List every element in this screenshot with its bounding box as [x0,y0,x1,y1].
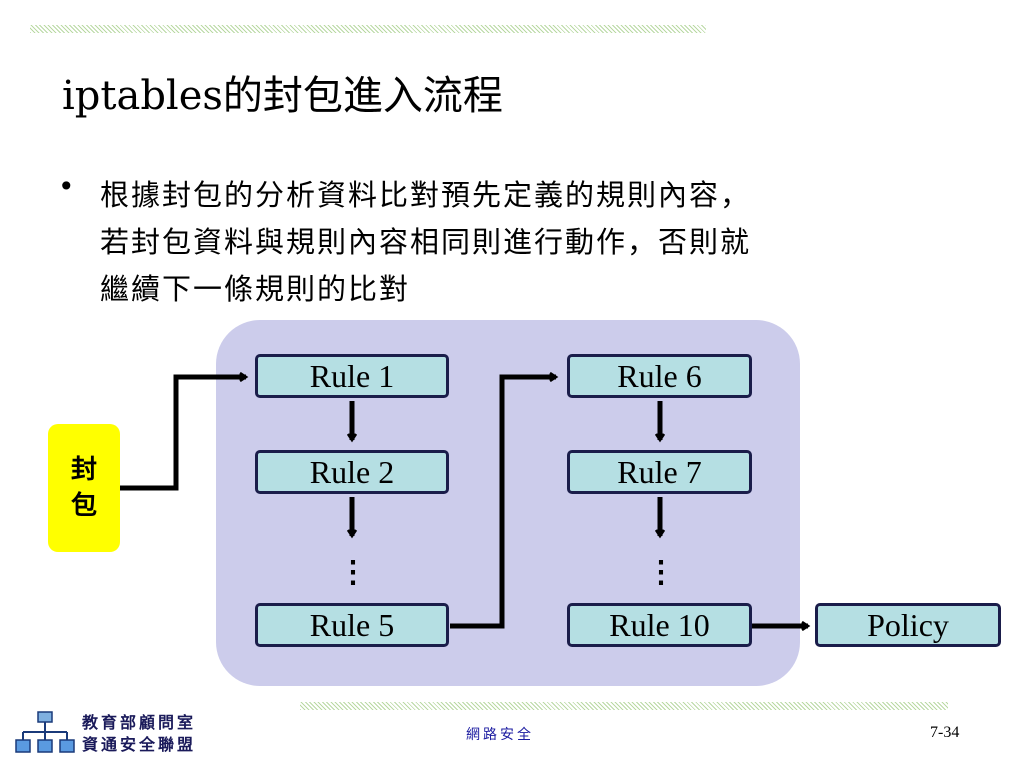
bottom-hatch-bar [300,702,948,710]
org-name: 教育部顧問室 資通安全聯盟 [82,712,196,756]
rule-7-box: Rule 7 [567,450,752,494]
bullet-line-2: 若封包資料與規則內容相同則進行動作，否則就 [100,225,752,259]
page-number: 7-34 [930,724,960,741]
bullet-line-1: 根據封包的分析資料比對預先定義的規則內容， [100,178,752,212]
rule-1-box: Rule 1 [255,354,449,398]
bullet-line-3: 繼續下一條規則的比對 [100,272,411,306]
network-logo-icon [15,711,75,753]
arrow-packet-to-rule1 [120,377,246,491]
bullet-text: 根據封包的分析資料比對預先定義的規則內容， 若封包資料與規則內容相同則進行動作，… [100,172,980,313]
slide-title: iptables的封包進入流程 [62,73,503,119]
footer-course-title: 網路安全 [466,727,534,743]
packet-box: 封 包 [48,424,120,552]
bullet-marker: • [58,170,75,203]
arrow-rule5-to-rule6 [450,377,556,629]
top-hatch-bar [30,25,706,33]
rule-5-box: Rule 5 [255,603,449,647]
org-line-2: 資通安全聯盟 [82,735,197,754]
policy-box: Policy [815,603,1001,647]
ellipsis-right: ⋮ [646,555,676,590]
ellipsis-left: ⋮ [338,555,368,590]
rule-6-box: Rule 6 [567,354,752,398]
org-line-1: 教育部顧問室 [82,713,197,732]
packet-label-2: 包 [70,491,97,521]
rule-2-box: Rule 2 [255,450,449,494]
packet-label-1: 封 [70,455,97,485]
rule-10-box: Rule 10 [567,603,752,647]
